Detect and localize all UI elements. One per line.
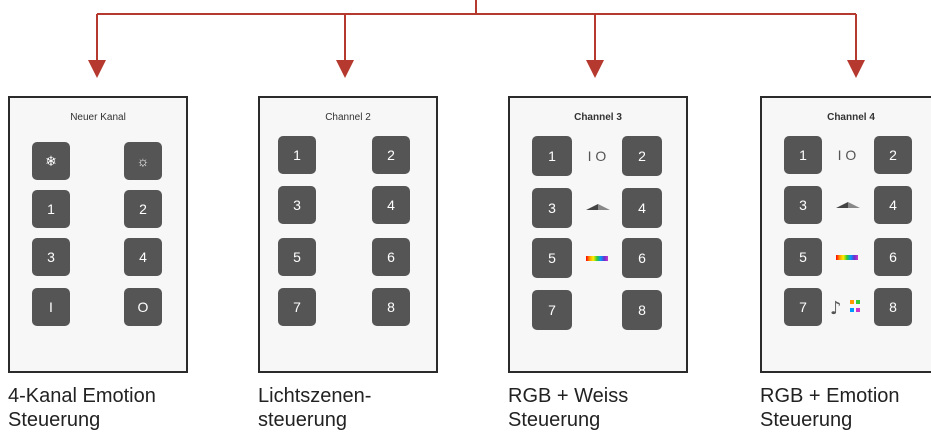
channel-8-button[interactable]: 8 bbox=[622, 290, 662, 330]
arrow-head-1 bbox=[88, 60, 106, 78]
arrow-head-3 bbox=[586, 60, 604, 78]
channel-6-button[interactable]: 6 bbox=[874, 238, 912, 276]
channel-3-button[interactable]: 3 bbox=[784, 186, 822, 224]
channel-1-button[interactable]: 1 bbox=[784, 136, 822, 174]
caption-line-1: RGB + Emotion bbox=[760, 385, 900, 407]
dimmer-icon bbox=[586, 204, 610, 210]
channel-3-button[interactable]: 3 bbox=[532, 188, 572, 228]
panel-rgb-emotion: Channel 4 1 2 I O 3 4 5 6 7 8 ♪ bbox=[760, 96, 931, 373]
channel-7-button[interactable]: 7 bbox=[532, 290, 572, 330]
on-button[interactable]: I bbox=[32, 288, 70, 326]
scene-6-button[interactable]: 6 bbox=[372, 238, 410, 276]
panel-title: Channel 3 bbox=[574, 112, 622, 123]
scene-7-button[interactable]: 7 bbox=[278, 288, 316, 326]
scene-3-button[interactable]: 3 bbox=[278, 186, 316, 224]
channel-6-button[interactable]: 6 bbox=[622, 238, 662, 278]
channel-2-button[interactable]: 2 bbox=[124, 190, 162, 228]
scene-1-button[interactable]: 1 bbox=[278, 136, 316, 174]
arrow-head-4 bbox=[847, 60, 865, 78]
connector-lines bbox=[88, 0, 865, 78]
channel-2-button[interactable]: 2 bbox=[622, 136, 662, 176]
channel-4-button[interactable]: 4 bbox=[124, 238, 162, 276]
channel-3-button[interactable]: 3 bbox=[32, 238, 70, 276]
caption-panel-1: 4-Kanal Emotion Steuerung bbox=[8, 384, 208, 432]
panel-4-kanal: Neuer Kanal ❄ ☼ 1 2 3 4 I O bbox=[8, 96, 188, 373]
caption-line-2: Steuerung bbox=[508, 409, 601, 431]
channel-2-button[interactable]: 2 bbox=[874, 136, 912, 174]
on-off-label: I O bbox=[837, 147, 857, 163]
channel-5-button[interactable]: 5 bbox=[784, 238, 822, 276]
on-off-label: I O bbox=[587, 148, 607, 164]
channel-1-button[interactable]: 1 bbox=[532, 136, 572, 176]
arrow-head-2 bbox=[336, 60, 354, 78]
rainbow-icon bbox=[836, 255, 858, 260]
scene-2-button[interactable]: 2 bbox=[372, 136, 410, 174]
caption-line-2: Steuerung bbox=[760, 409, 853, 431]
caption-panel-3: RGB + Weiss Steuerung bbox=[508, 384, 708, 432]
snowflake-button[interactable]: ❄ bbox=[32, 142, 70, 180]
svg-text:♪: ♪ bbox=[830, 298, 842, 319]
caption-line-2: Steuerung bbox=[8, 409, 101, 431]
music-icon: ♪ bbox=[830, 298, 860, 319]
channel-5-button[interactable]: 5 bbox=[532, 238, 572, 278]
caption-panel-4: RGB + Emotion Steuerung bbox=[760, 384, 931, 432]
scene-5-button[interactable]: 5 bbox=[278, 238, 316, 276]
sun-button[interactable]: ☼ bbox=[124, 142, 162, 180]
caption-line-1: Lichtszenen- bbox=[258, 385, 372, 407]
caption-line-1: RGB + Weiss bbox=[508, 385, 629, 407]
panel-title: Channel 4 bbox=[827, 112, 875, 123]
off-button[interactable]: O bbox=[124, 288, 162, 326]
channel-8-button[interactable]: 8 bbox=[874, 288, 912, 326]
caption-panel-2: Lichtszenen- steuerung bbox=[258, 384, 458, 432]
scene-4-button[interactable]: 4 bbox=[372, 186, 410, 224]
panel-title: Neuer Kanal bbox=[70, 112, 126, 123]
channel-4-button[interactable]: 4 bbox=[622, 188, 662, 228]
panel-title: Channel 2 bbox=[325, 112, 371, 123]
caption-line-1: 4-Kanal Emotion bbox=[8, 385, 156, 407]
caption-line-2: steuerung bbox=[258, 409, 347, 431]
dimmer-icon bbox=[836, 202, 860, 208]
panel-rgb-weiss: Channel 3 1 2 I O 3 4 5 6 7 8 bbox=[508, 96, 688, 373]
panel-lichtszenen: Channel 2 1 2 3 4 5 6 7 8 bbox=[258, 96, 438, 373]
scene-8-button[interactable]: 8 bbox=[372, 288, 410, 326]
rainbow-icon bbox=[586, 256, 608, 261]
channel-1-button[interactable]: 1 bbox=[32, 190, 70, 228]
channel-4-button[interactable]: 4 bbox=[874, 186, 912, 224]
channel-7-button[interactable]: 7 bbox=[784, 288, 822, 326]
